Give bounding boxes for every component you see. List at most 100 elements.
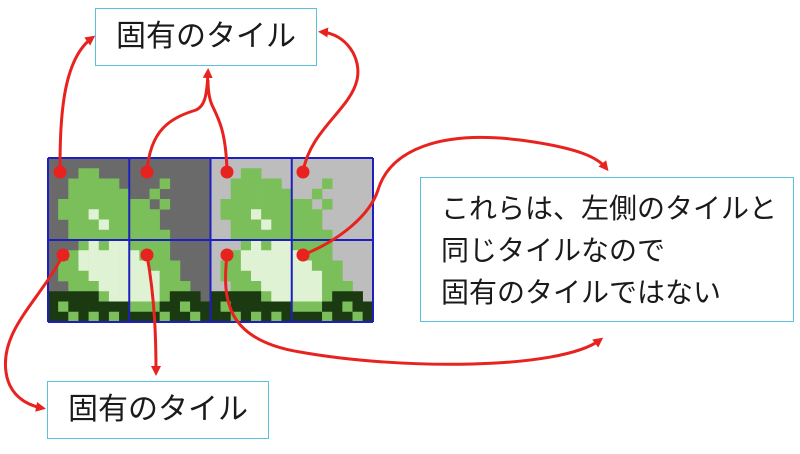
sprite-pixel	[311, 188, 323, 200]
sprite-pixel	[88, 219, 100, 231]
dot-tile-3	[220, 165, 234, 179]
sprite-pixel	[139, 311, 150, 323]
sprite-pixel	[271, 219, 282, 231]
sprite-pixel	[281, 291, 292, 302]
explanation-line-3: 固有のタイルではない	[441, 276, 722, 309]
sprite-pixel	[332, 260, 343, 272]
sprite-pixel	[200, 301, 211, 313]
sprite-pixel	[332, 270, 343, 282]
sprite-tile-grid	[47, 157, 374, 323]
sprite-pixel	[271, 178, 282, 190]
sprite-pixel	[78, 291, 89, 302]
sprite-pixel	[169, 291, 181, 302]
sprite-pixel	[78, 301, 89, 313]
sprite-pixel	[98, 291, 110, 302]
sprite-pixel	[281, 240, 292, 251]
sprite-pixel	[78, 178, 89, 190]
sprite-pixel	[251, 240, 262, 251]
sprite-pixel	[98, 260, 110, 272]
connector-arrows	[3, 27, 609, 412]
sprite-pixel	[271, 250, 282, 261]
arrow-tile-4-to-top-label	[301, 27, 360, 173]
sprite-pixel	[342, 281, 353, 292]
sprite-pixel	[281, 260, 292, 272]
sprite-pixel	[119, 311, 130, 323]
sprite-pixel	[159, 311, 171, 323]
sprite-pixel	[271, 240, 282, 251]
sprite-pixel	[179, 281, 191, 292]
sprite-pixel	[68, 250, 79, 261]
sprite-pixel	[322, 240, 333, 251]
sprite-pixel	[240, 188, 252, 200]
sprite-pixel	[240, 168, 252, 179]
sprite-pixel	[88, 168, 100, 179]
sprite-pixel	[291, 291, 303, 302]
sprite-pixel	[68, 311, 79, 323]
unique-tile-text-bottom: 固有のタイル	[68, 392, 248, 428]
sprite-pixel	[240, 311, 252, 323]
sprite-pixel	[108, 240, 120, 251]
sprite-pixel	[291, 311, 303, 323]
sprite-pixel	[129, 229, 140, 241]
sprite-pixel	[68, 301, 79, 313]
sprite-pixel	[98, 229, 110, 241]
sprite-pixel	[291, 199, 303, 210]
sprite-pixel	[352, 311, 363, 323]
sprite-pixel	[291, 270, 303, 282]
sprite-pixel	[332, 281, 343, 292]
sprite-pixel	[78, 209, 89, 220]
sprite-pixel	[78, 281, 89, 292]
sprite-pixel	[251, 188, 262, 200]
sprite-pixel	[88, 301, 100, 313]
sprite-pixel	[261, 270, 272, 282]
sprite-pixel	[291, 209, 303, 220]
sprite-pixel	[108, 178, 120, 190]
sprite-pixel	[108, 199, 120, 210]
sprite-pixel	[271, 281, 282, 292]
sprite-pixel	[179, 301, 191, 313]
sprite-pixel	[251, 178, 262, 190]
sprite-pixel	[78, 270, 89, 282]
sprite-pixel	[169, 311, 181, 323]
sprite-pixel	[98, 219, 110, 231]
sprite-pixel	[98, 209, 110, 220]
sprite-pixel	[88, 209, 100, 220]
sprite-pixel	[240, 250, 252, 261]
sprite-pixel	[108, 281, 120, 292]
sprite-pixel	[129, 301, 140, 313]
sprite-pixel	[230, 219, 242, 231]
sprite-pixel	[230, 281, 242, 292]
sprite-pixel	[240, 260, 252, 272]
sprite-pixel	[362, 301, 374, 313]
arrow-tile-8-to-explanation	[302, 136, 609, 257]
duplicate-tile-explanation: これらは、左側のタイルと 同じタイルなので 固有のタイルではない	[420, 177, 794, 322]
sprite-pixel	[88, 311, 100, 323]
dot-tile-6	[140, 248, 154, 262]
tile-grid-lines	[47, 157, 374, 323]
sprite-pixel	[352, 301, 363, 313]
sprite-pixel	[251, 301, 262, 313]
sprite-pixel	[58, 270, 69, 282]
sprite-pixel	[261, 209, 272, 220]
sprite-pixel	[230, 260, 242, 272]
sprite-pixel	[119, 209, 130, 220]
sprite-pixel	[281, 199, 292, 210]
sprite-pixel	[251, 199, 262, 210]
sprite-pixel	[108, 270, 120, 282]
sprite-pixel	[108, 291, 120, 302]
sprite-pixel	[129, 311, 140, 323]
sprite-pixel	[159, 270, 171, 282]
sprite-pixel	[281, 250, 292, 261]
sprite-pixel	[169, 260, 181, 272]
sprite-pixel	[311, 240, 323, 251]
sprite-pixel	[210, 301, 221, 313]
sprite-pixel	[271, 209, 282, 220]
sprite-pixel	[108, 260, 120, 272]
sprite-pixel	[108, 311, 120, 323]
sprite-pixel	[78, 260, 89, 272]
sprite-pixel	[169, 301, 181, 313]
dot-tile-5	[56, 248, 70, 262]
sprite-pixel	[271, 188, 282, 200]
sprite-pixel	[119, 240, 130, 251]
